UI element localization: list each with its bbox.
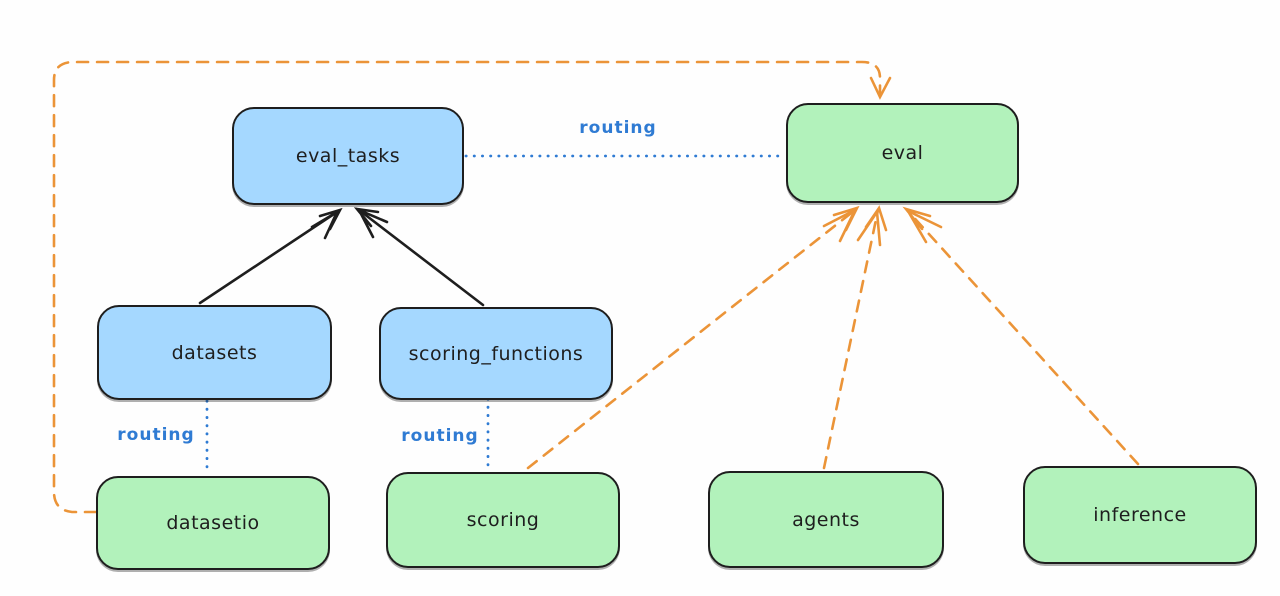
arrowhead-agents-to-eval <box>856 205 888 247</box>
node-inference: inference <box>1023 466 1257 564</box>
node-scoring-functions: scoring_functions <box>379 307 613 400</box>
node-agents-label: agents <box>792 508 860 531</box>
node-datasets: datasets <box>97 305 332 400</box>
edge-agents-to-eval <box>822 208 880 470</box>
arrowhead-datasetio-to-eval <box>869 76 892 100</box>
node-eval-tasks: eval_tasks <box>232 107 464 205</box>
node-eval: eval <box>786 103 1019 203</box>
node-eval-tasks-label: eval_tasks <box>295 145 401 167</box>
node-datasetio: datasetio <box>96 476 330 570</box>
node-scoring: scoring <box>386 472 620 568</box>
edge-inference-to-eval <box>906 209 1140 466</box>
edge-label-routing-top: routing <box>579 118 657 138</box>
arrowhead-inference-to-eval <box>902 206 943 244</box>
edge-scoring-functions-to-eval-tasks <box>357 208 485 307</box>
node-agents: agents <box>708 471 944 568</box>
edge-label-routing-left: routing <box>117 425 195 445</box>
arrowhead-scoring-to-eval <box>822 205 860 243</box>
node-scoring-functions-label: scoring_functions <box>408 342 584 365</box>
node-datasets-label: datasets <box>171 341 258 364</box>
node-datasetio-label: datasetio <box>166 512 260 534</box>
edge-datasetio-to-eval <box>52 60 882 514</box>
node-scoring-label: scoring <box>466 509 540 531</box>
edge-scoring-to-eval <box>526 208 857 470</box>
edge-label-routing-mid: routing <box>401 426 479 446</box>
node-eval-label: eval <box>881 142 924 164</box>
node-inference-label: inference <box>1093 504 1187 526</box>
arrowhead-datasets-to-eval-tasks <box>310 207 343 240</box>
arrowhead-scoring-functions-to-eval-tasks <box>353 207 389 239</box>
